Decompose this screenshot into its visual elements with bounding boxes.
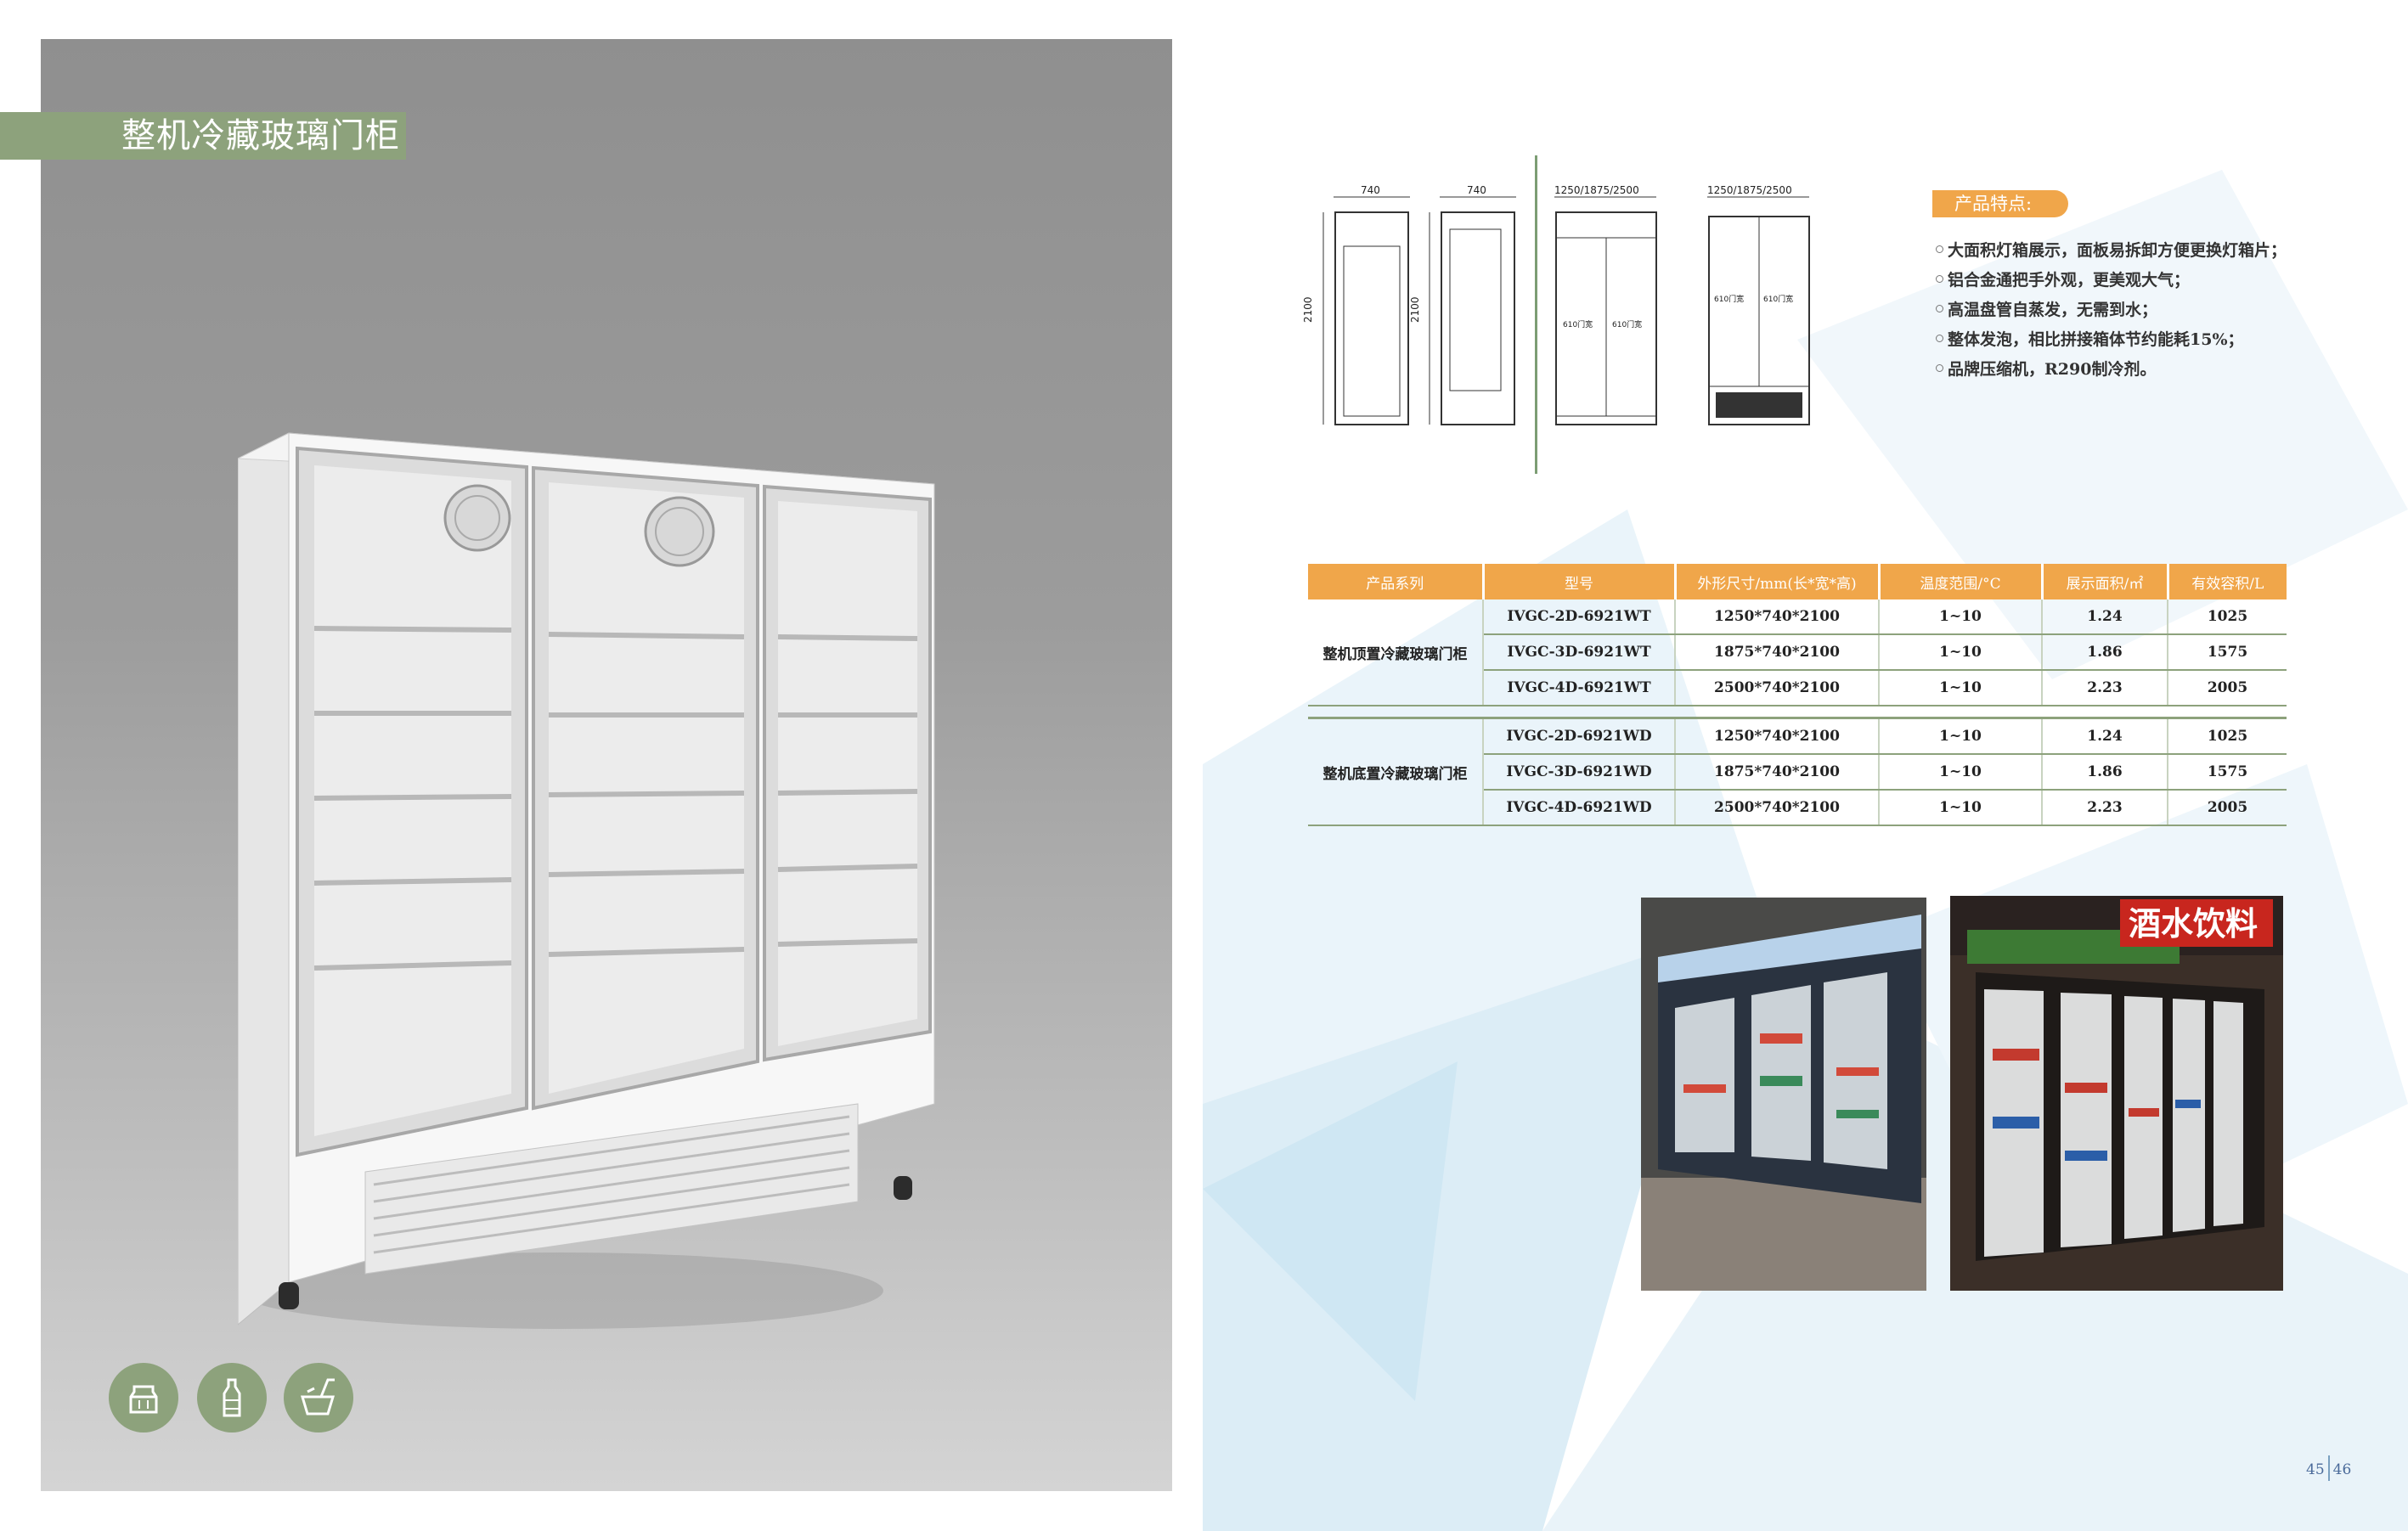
table-cell: IVGC-3D-6921WT [1483, 634, 1676, 671]
table-cell: 1025 [2168, 599, 2287, 635]
cup-icon [284, 1363, 353, 1432]
dim-label: 740 [1361, 184, 1380, 196]
table-separator [1308, 706, 2287, 719]
technical-drawings: 740 2100 740 2100 1250/1875/2500 610门宽 6… [1302, 184, 1810, 425]
feature-item: 大面积灯箱展示，面板易拆卸方便更换灯箱片； [1936, 238, 2287, 261]
table-header: 温度范围/°C [1879, 564, 2044, 599]
spec-table: 产品系列 型号 外形尺寸/mm(长*宽*高) 温度范围/°C 展示面积/㎡ 有效… [1308, 564, 2287, 826]
store-photo-1 [1641, 898, 1926, 1291]
table-cell: 2500*740*2100 [1675, 790, 1880, 826]
table-cell: 1~10 [1879, 599, 2043, 635]
store-sign-text: 酒水饮料 [2129, 905, 2258, 943]
table-cell: 2500*740*2100 [1675, 670, 1880, 706]
table-header: 外形尺寸/mm(长*宽*高) [1675, 564, 1881, 599]
table-header-row: 产品系列 型号 外形尺寸/mm(长*宽*高) 温度范围/°C 展示面积/㎡ 有效… [1308, 564, 2287, 599]
table-cell: 1575 [2168, 754, 2287, 791]
table-row: IVGC-3D-6921WD 1875*740*2100 1~10 1.86 1… [1308, 754, 2287, 791]
table-cell: 1875*740*2100 [1675, 634, 1880, 671]
table-cell: IVGC-3D-6921WD [1483, 754, 1676, 791]
table-cell: 2.23 [2042, 790, 2168, 826]
feature-item: 高温盘管自蒸发，无需到水； [1936, 297, 2157, 320]
svg-text:610门宽: 610门宽 [1612, 319, 1642, 329]
table-cell: 1~10 [1879, 634, 2043, 671]
page-title: 整机冷藏玻璃门柜 [121, 116, 400, 155]
bottle-icon [197, 1363, 267, 1432]
table-cell: 2005 [2168, 790, 2287, 826]
table-cell: 1.24 [2042, 599, 2168, 635]
table-cell: 1875*740*2100 [1675, 754, 1880, 791]
table-row: IVGC-4D-6921WD 2500*740*2100 1~10 2.23 2… [1308, 790, 2287, 826]
table-row: 整机底置冷藏玻璃门柜 IVGC-2D-6921WD 1250*740*2100 … [1308, 718, 2287, 826]
page-number-left: 45 [2306, 1461, 2325, 1478]
series-cell: 整机顶置冷藏玻璃门柜 [1308, 599, 1484, 706]
svg-text:740: 740 [1467, 184, 1486, 196]
series-cell: 整机底置冷藏玻璃门柜 [1308, 718, 1484, 826]
table-header: 产品系列 [1308, 564, 1485, 599]
table-cell: 1575 [2168, 634, 2287, 671]
page-numbers: 45 46 [2306, 1455, 2351, 1481]
table-header: 有效容积/L [2168, 564, 2287, 599]
table-header: 型号 [1483, 564, 1677, 599]
table-cell: 1025 [2168, 718, 2287, 755]
svg-text:2100: 2100 [1409, 296, 1421, 323]
svg-text:1250/1875/2500: 1250/1875/2500 [1554, 184, 1639, 196]
cabinet-illustration [238, 432, 935, 1329]
table-cell: 1250*740*2100 [1675, 599, 1880, 635]
page-number-right: 46 [2332, 1461, 2352, 1478]
table-cell: IVGC-4D-6921WT [1483, 670, 1676, 706]
svg-text:610门宽: 610门宽 [1563, 319, 1593, 329]
svg-text:2100: 2100 [1302, 296, 1314, 323]
table-cell: 1250*740*2100 [1675, 718, 1880, 755]
table-header: 展示面积/㎡ [2042, 564, 2169, 599]
table-cell: 1.24 [2042, 718, 2168, 755]
store-photo-2: 酒水饮料 [1950, 896, 2283, 1291]
feature-item: 整体发泡，相比拼接箱体节约能耗15%； [1936, 327, 2244, 350]
table-row: IVGC-3D-6921WT 1875*740*2100 1~10 1.86 1… [1308, 634, 2287, 671]
svg-text:1250/1875/2500: 1250/1875/2500 [1707, 184, 1792, 196]
table-row: 整机顶置冷藏玻璃门柜 IVGC-2D-6921WT 1250*740*2100 … [1308, 599, 2287, 706]
table-row: IVGC-4D-6921WT 2500*740*2100 1~10 2.23 2… [1308, 670, 2287, 706]
table-cell: 2.23 [2042, 670, 2168, 706]
table-cell: IVGC-4D-6921WD [1483, 790, 1676, 826]
table-cell: IVGC-2D-6921WD [1483, 718, 1676, 755]
table-cell: 1~10 [1879, 754, 2043, 791]
milk-carton-icon [109, 1363, 178, 1432]
table-cell: 1.86 [2042, 754, 2168, 791]
feature-item: 品牌压缩机，R290制冷剂。 [1936, 357, 2156, 380]
table-cell: IVGC-2D-6921WT [1483, 599, 1676, 635]
svg-text:610门宽: 610门宽 [1714, 294, 1744, 304]
features-title: 产品特点: [1932, 190, 2068, 217]
svg-text:610门宽: 610门宽 [1763, 294, 1793, 304]
title-bar [0, 112, 406, 160]
table-cell: 1~10 [1879, 790, 2043, 826]
table-cell: 1.86 [2042, 634, 2168, 671]
table-cell: 1~10 [1879, 718, 2043, 755]
divider [1535, 155, 1537, 474]
table-cell: 1~10 [1879, 670, 2043, 706]
feature-item: 铝合金通把手外观，更美观大气； [1936, 267, 2190, 290]
table-cell: 2005 [2168, 670, 2287, 706]
